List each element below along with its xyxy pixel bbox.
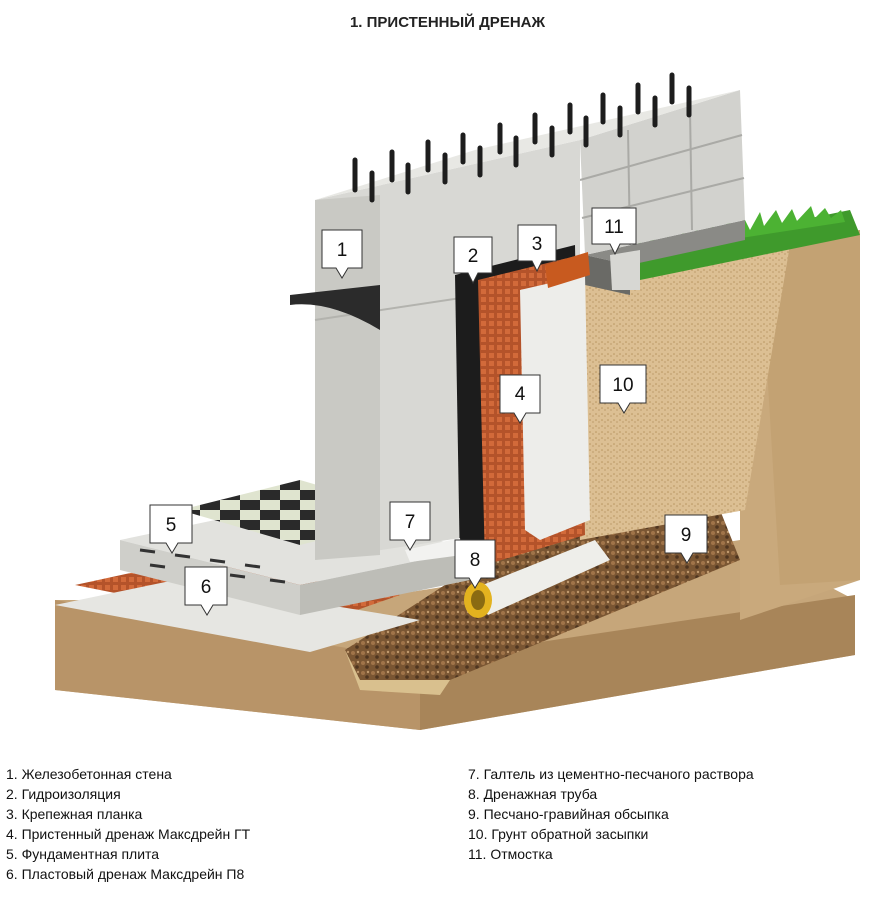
- rebar: [352, 72, 692, 203]
- callout-6: 6: [184, 566, 228, 616]
- legend-item: 2. Гидроизоляция: [6, 786, 121, 802]
- drainage-diagram: 1 2 3 4 5 6 7 8 9 10 11: [55, 72, 860, 730]
- callout-1: 1: [321, 229, 363, 279]
- legend-item: 7. Галтель из цементно-песчаного раствор…: [468, 766, 754, 782]
- svg-text:2: 2: [468, 246, 479, 267]
- legend-item: 4. Пристенный дренаж Максдрейн ГТ: [6, 826, 251, 842]
- svg-text:3: 3: [532, 234, 543, 255]
- legend-left: 1. Железобетонная стена 2. Гидроизоляция…: [6, 764, 250, 884]
- callout-2: 2: [453, 236, 493, 285]
- waterstop: [290, 285, 380, 330]
- svg-text:5: 5: [166, 515, 177, 536]
- legend-item: 6. Пластовый дренаж Максдрейн П8: [6, 866, 245, 882]
- slab-base: [55, 580, 420, 652]
- callout-4: 4: [499, 374, 541, 424]
- svg-text:8: 8: [470, 550, 481, 571]
- callout-10: 10: [599, 364, 647, 414]
- callout-5: 5: [149, 504, 193, 554]
- geotextile: [520, 275, 590, 540]
- backfill-soil: [580, 230, 860, 620]
- legend-item: 9. Песчано-гравийная обсыпка: [468, 806, 669, 822]
- svg-text:4: 4: [515, 384, 526, 405]
- callout-3: 3: [517, 224, 557, 273]
- svg-text:7: 7: [405, 512, 416, 533]
- svg-text:9: 9: [681, 525, 692, 546]
- drain-pipe: [464, 540, 610, 618]
- svg-text:11: 11: [604, 217, 624, 238]
- callout-7: 7: [389, 501, 431, 551]
- svg-text:10: 10: [612, 375, 633, 396]
- callout-11: 11: [591, 207, 637, 256]
- fixing-strip: [545, 252, 590, 288]
- cement-fillet: [405, 538, 462, 562]
- legend-item: 11. Отмостка: [468, 846, 553, 862]
- sand-gravel-fill: [345, 510, 740, 695]
- blind-area: [585, 220, 745, 295]
- legend-item: 3. Крепежная планка: [6, 806, 143, 822]
- callout-8: 8: [454, 539, 496, 589]
- legend-item: 1. Железобетонная стена: [6, 766, 172, 782]
- legend-right: 7. Галтель из цементно-песчаного раствор…: [468, 764, 754, 864]
- legend-item: 5. Фундаментная плита: [6, 846, 160, 862]
- callout-9: 9: [664, 514, 708, 564]
- page-title: 1. ПРИСТЕННЫЙ ДРЕНАЖ: [349, 14, 546, 31]
- svg-text:1: 1: [337, 240, 348, 261]
- svg-text:6: 6: [201, 577, 212, 598]
- legend-item: 8. Дренажная труба: [468, 786, 598, 802]
- legend-item: 10. Грунт обратной засыпки: [468, 826, 649, 842]
